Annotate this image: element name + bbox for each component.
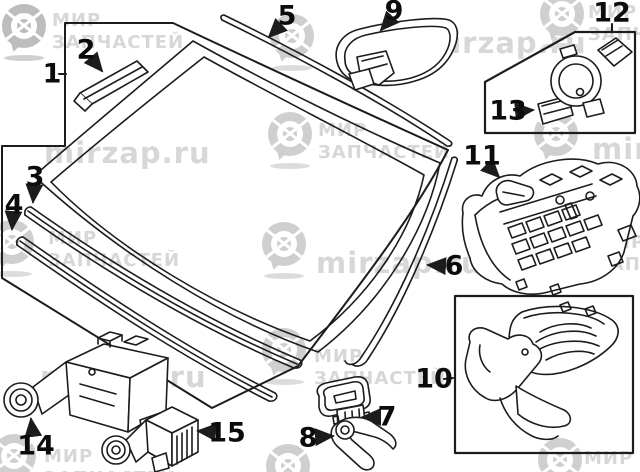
part-5-upper-moulding	[220, 14, 453, 147]
callout-arrow-5	[267, 17, 289, 39]
callout-arrow-2	[83, 51, 104, 73]
callout-1[interactable]: 1	[42, 58, 62, 90]
callout-3[interactable]: 3	[25, 161, 45, 193]
part-15-camera	[101, 406, 199, 472]
part-11-overhead-console	[461, 158, 640, 296]
watermark-logo-icon	[2, 4, 48, 62]
callout-12[interactable]: 12	[593, 0, 631, 29]
callout-arrows	[4, 10, 613, 447]
callout-arrow-15	[196, 423, 217, 442]
watermark-logo-icon	[266, 444, 312, 472]
part-13-rain-light-sensor	[537, 37, 633, 125]
callout-arrow-11	[479, 157, 501, 179]
callout-arrow-9	[379, 10, 400, 32]
watermark-logo-icon	[262, 222, 308, 280]
callout-5[interactable]: 5	[277, 0, 297, 32]
callout-10[interactable]: 10	[415, 363, 453, 395]
callout-14[interactable]: 14	[17, 430, 55, 462]
part-10-covers-box-outline	[453, 294, 635, 455]
callout-8[interactable]: 8	[298, 422, 318, 454]
callout-arrow-3	[25, 183, 44, 204]
watermark-logo-icon	[538, 438, 584, 472]
callout-9[interactable]: 9	[384, 0, 404, 27]
callout-11[interactable]: 11	[463, 140, 501, 172]
callout-arrow-4	[4, 210, 23, 231]
watermark-site-text: mirzap.ru	[592, 132, 640, 166]
callout-arrow-14	[24, 417, 43, 438]
part-3-moulding	[23, 206, 303, 369]
part-9-rearview-mirror	[335, 17, 459, 91]
callout-6[interactable]: 6	[444, 250, 464, 282]
part-12-sensor-box-outline	[483, 30, 637, 135]
callout-arrow-13	[514, 102, 535, 121]
part-4-moulding	[15, 236, 278, 402]
callout-arrow-10	[443, 377, 454, 380]
part-1-windshield-glass	[33, 40, 441, 353]
callout-4[interactable]: 4	[4, 189, 24, 221]
watermark-logo-icon	[268, 112, 314, 170]
part-10-console-covers	[464, 301, 619, 441]
callout-arrow-6	[426, 257, 447, 276]
callout-2[interactable]: 2	[76, 34, 96, 66]
callout-15[interactable]: 15	[208, 417, 246, 449]
callout-7[interactable]: 7	[377, 401, 397, 433]
part-2-spacer	[73, 60, 149, 112]
part-6-side-moulding	[344, 156, 458, 367]
callout-arrow-8	[314, 428, 335, 447]
part-14-camera	[3, 331, 169, 447]
callout-13[interactable]: 13	[489, 95, 527, 127]
part-8-hook-bracket	[330, 416, 397, 471]
watermark-logo-icon	[0, 434, 38, 472]
watermark-logo-icon	[540, 0, 586, 50]
